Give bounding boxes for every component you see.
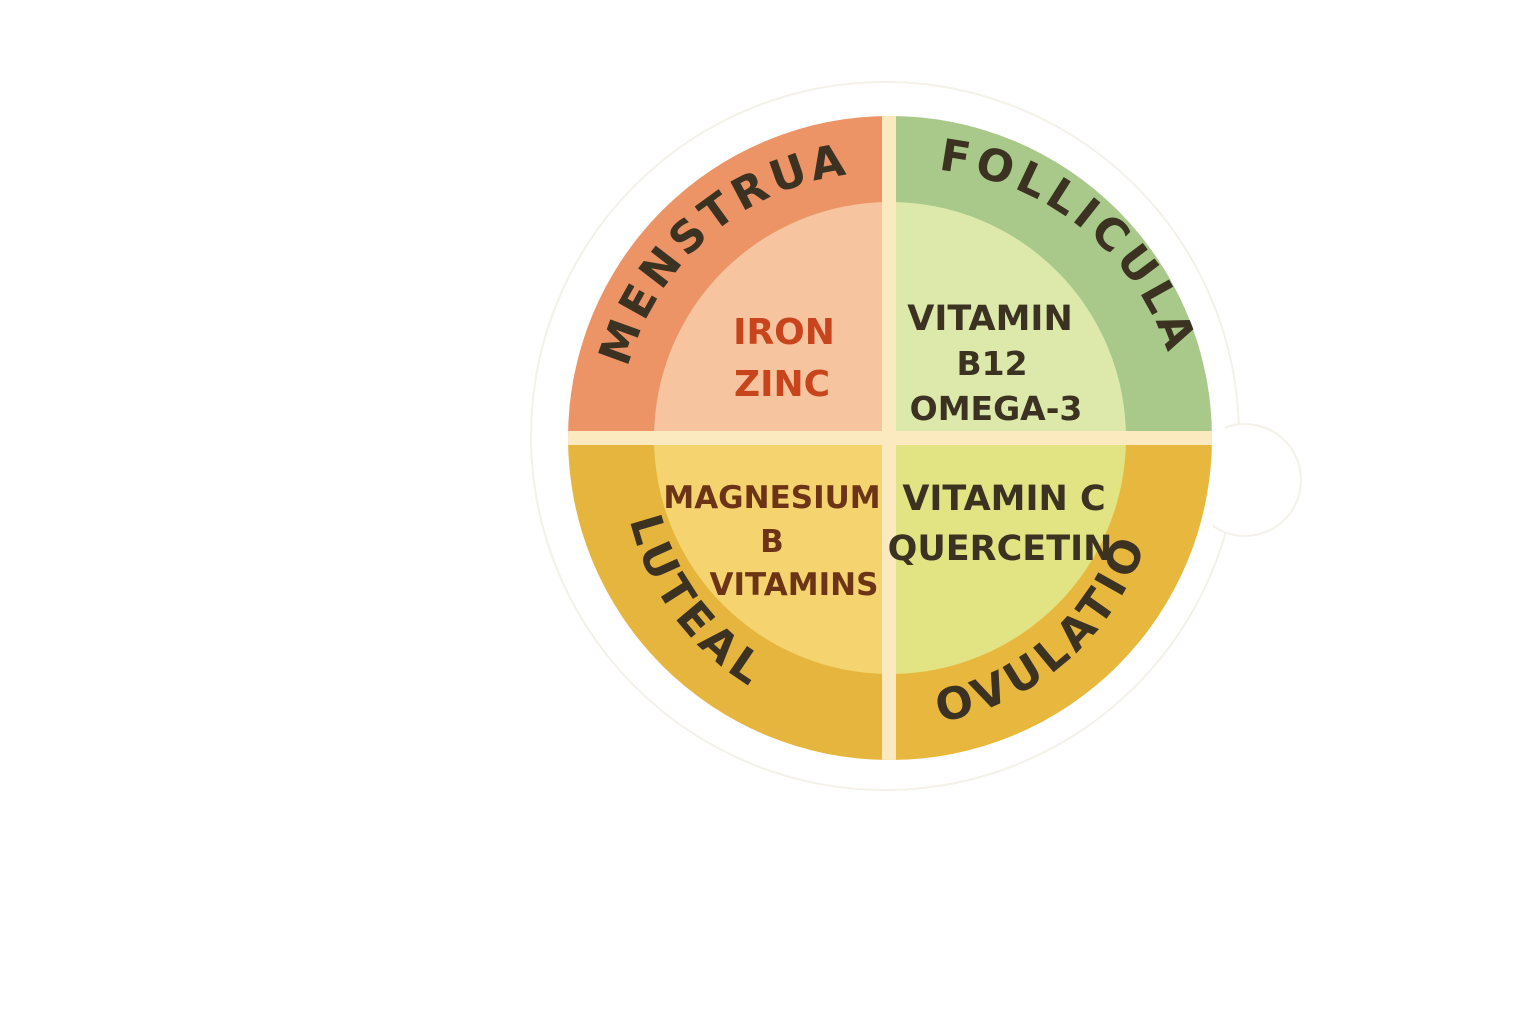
nutrient-omega-3: OMEGA-3 xyxy=(910,389,1083,428)
quadrant-dividers xyxy=(568,116,1212,760)
nutrient-vitamin: VITAMIN xyxy=(907,299,1073,339)
nutrient-quercetin: QUERCETIN xyxy=(888,529,1113,569)
nutrient-iron: IRON xyxy=(733,312,835,353)
ovulation-nutrients: VITAMIN C QUERCETIN xyxy=(888,479,1113,569)
nutrient-vitamins: VITAMINS xyxy=(710,567,879,603)
nutrient-magnesium: MAGNESIUM xyxy=(663,480,880,516)
luteal-nutrients: MAGNESIUM B VITAMINS xyxy=(663,480,880,603)
nutrient-b12: B12 xyxy=(956,344,1027,383)
menstrual-nutrients: IRON ZINC xyxy=(733,312,835,405)
follicular-nutrients: VITAMIN B12 OMEGA-3 xyxy=(907,299,1082,428)
nutrient-vitamin-c: VITAMIN C xyxy=(902,479,1105,519)
nutrient-b: B xyxy=(760,524,784,560)
nutrient-zinc: ZINC xyxy=(734,364,830,405)
